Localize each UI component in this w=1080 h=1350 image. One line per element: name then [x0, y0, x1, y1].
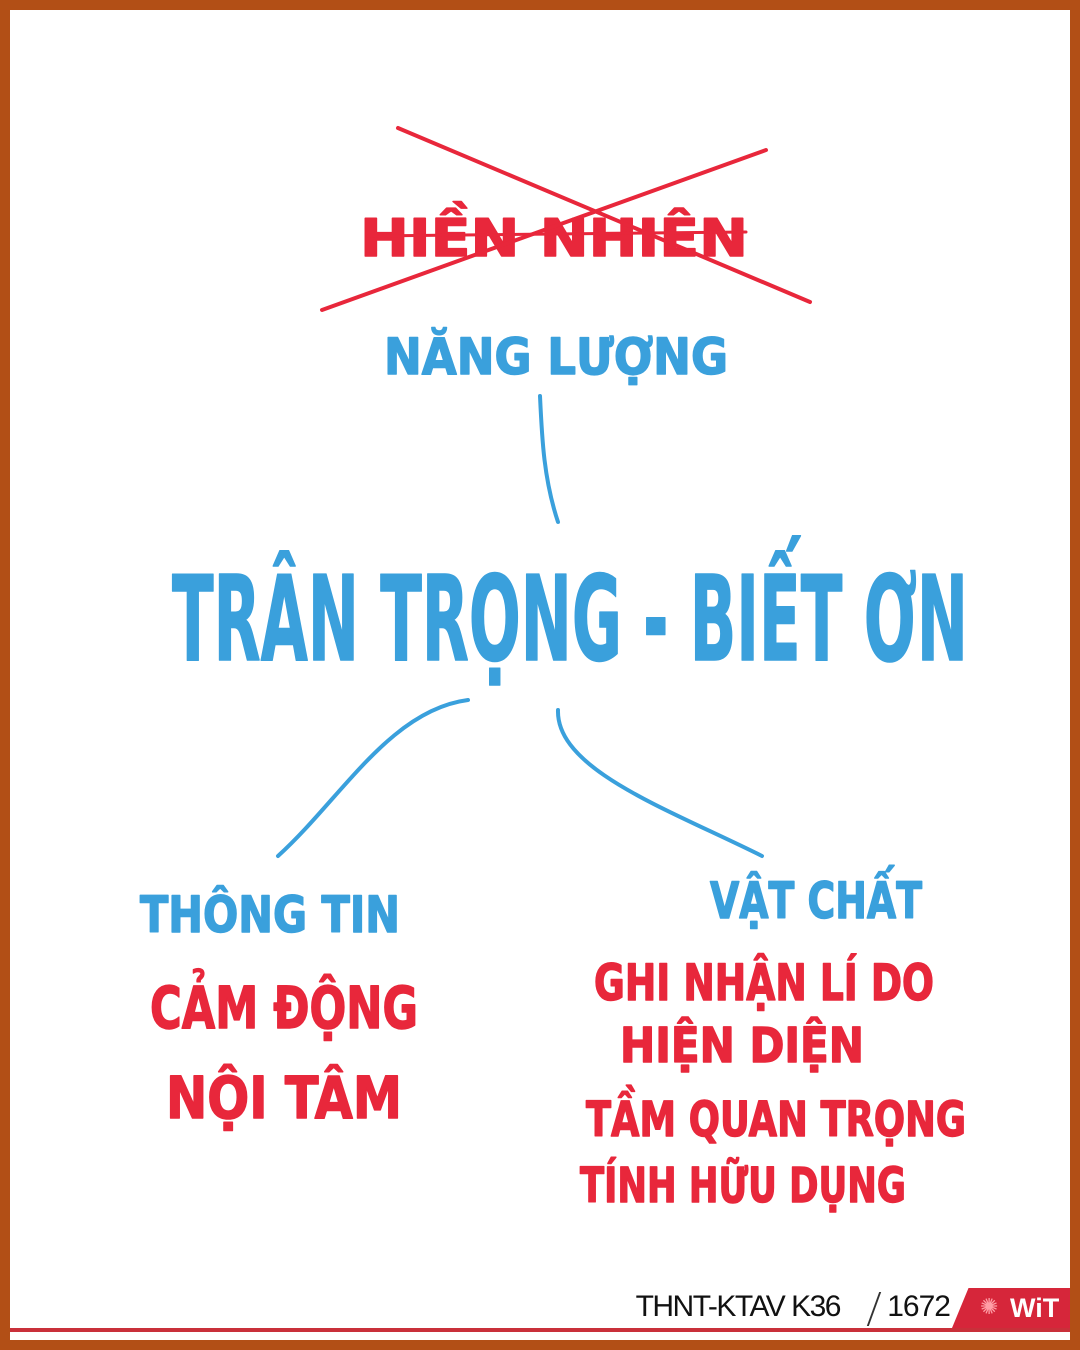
left-item: NỘI TÂM	[166, 1063, 402, 1132]
mind-map: HIỀN NHIÊN NĂNG LƯỢNG TRÂN TRỌNG - BIẾT …	[139, 126, 969, 1215]
right-item: HIỆN DIỆN	[620, 1017, 864, 1074]
logo-text: WiT	[1010, 1293, 1060, 1323]
star-icon: ✺	[980, 1295, 999, 1320]
cross-stroke-2	[320, 148, 768, 312]
crossed-out-node: HIỀN NHIÊN	[320, 126, 812, 312]
footer-line	[10, 1328, 1070, 1332]
connector-top	[538, 394, 560, 524]
left-item: CẢM ĐỘNG	[150, 967, 418, 1042]
footer-separator	[866, 1292, 882, 1326]
right-item: TÍNH HỮU DỤNG	[580, 1157, 906, 1214]
connector-left	[276, 698, 470, 858]
footer-number: 1672	[887, 1290, 951, 1323]
right-branch-node: VẬT CHẤT	[710, 865, 922, 930]
cross-stroke-1	[396, 126, 812, 304]
right-item: TẦM QUAN TRỌNG	[586, 1085, 966, 1148]
left-branch-node: THÔNG TIN	[140, 885, 400, 944]
right-item: GHI NHẬN LÍ DO	[594, 953, 934, 1012]
center-node: TRÂN TRỌNG - BIẾT ƠN	[172, 536, 968, 688]
top-node: NĂNG LƯỢNG	[384, 327, 728, 386]
footer-bar: THNT-KTAV K36 1672 ✺ WiT	[10, 1280, 1070, 1340]
strike-through-line	[366, 230, 748, 238]
wit-logo: ✺ WiT	[952, 1288, 1070, 1328]
whiteboard-frame: HIỀN NHIÊN NĂNG LƯỢNG TRÂN TRỌNG - BIẾT …	[10, 10, 1070, 1340]
connector-right	[555, 708, 764, 858]
footer-label: THNT-KTAV K36	[635, 1290, 842, 1323]
